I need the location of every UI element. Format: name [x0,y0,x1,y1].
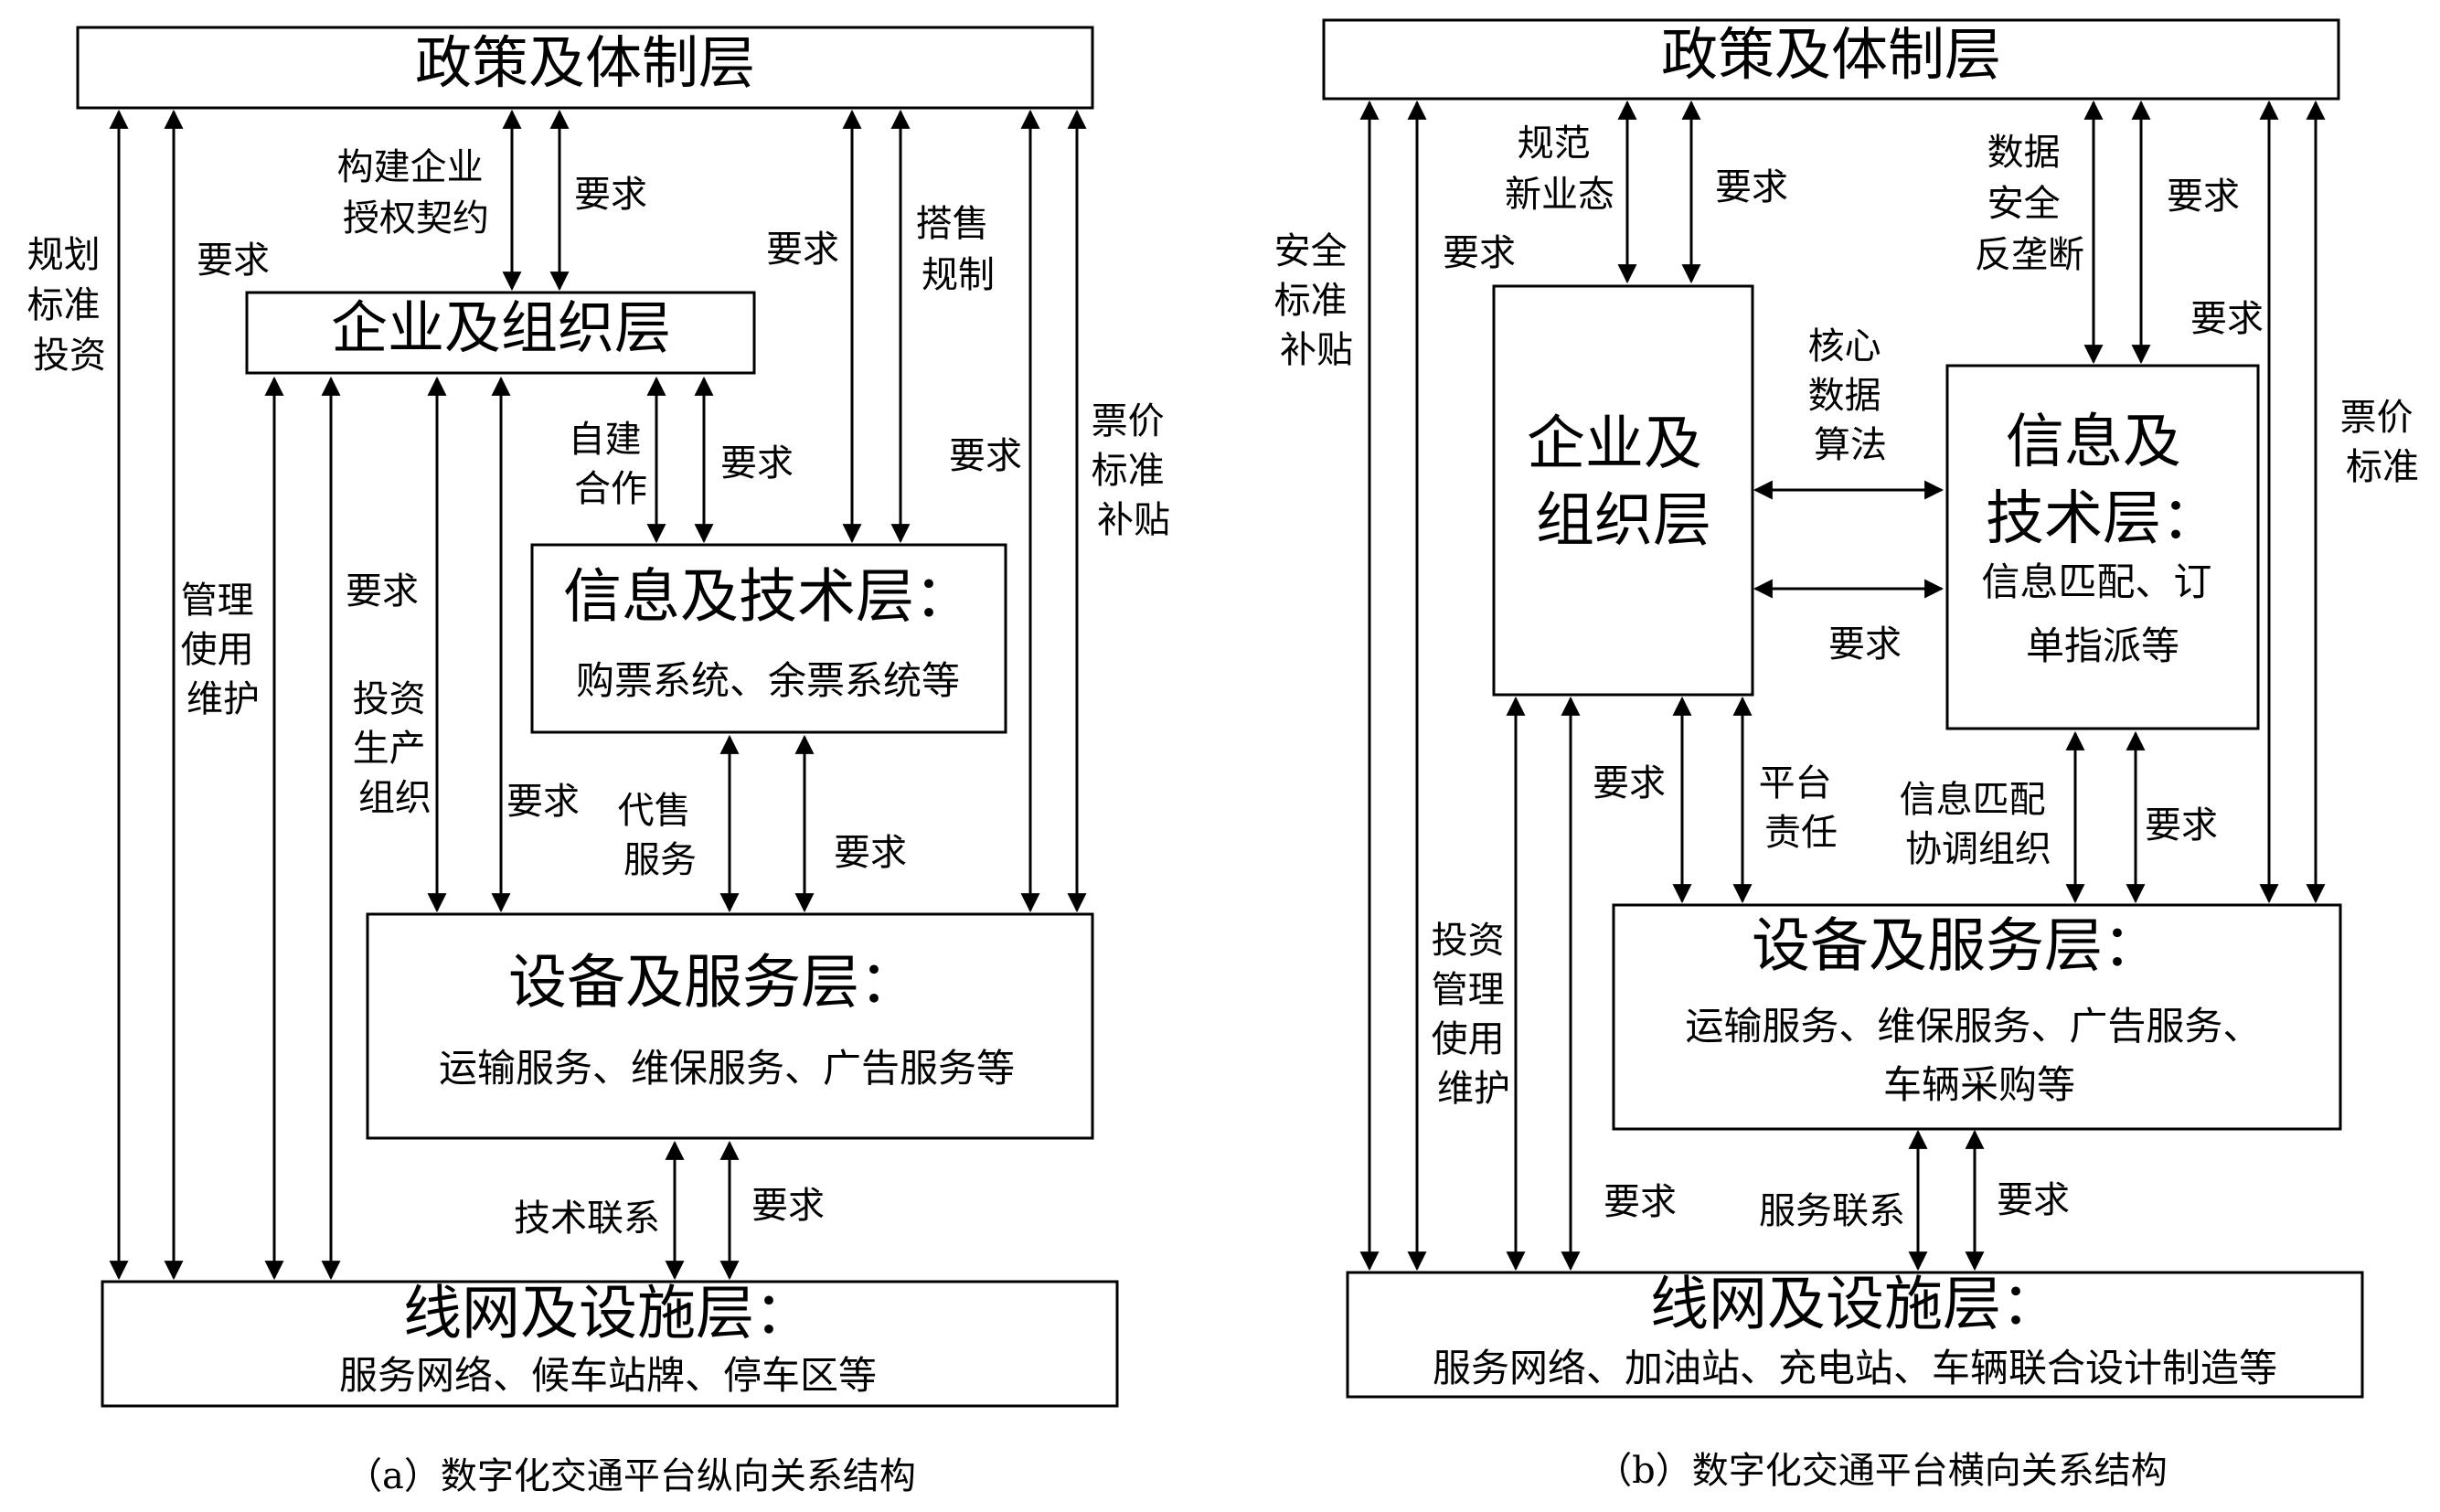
label-b-requirement-horiz: 要求 [1828,623,1902,665]
label-bundling: 搭售 规制 [916,203,1001,296]
equip-layer-title-a: 设备及服务层： [508,950,918,1017]
policy-layer-title-a: 政策及体制层 [415,29,755,96]
info-layer-box-b [1945,364,2260,730]
label-self-build: 自建 合作 [569,419,654,510]
network-layer-subtitle-a: 服务网络、候车站牌、停车区等 [339,1353,877,1398]
label-requirement-equip-right: 要求 [949,435,1022,477]
network-layer-subtitle-b: 服务网络、加油站、充电站、车辆联合设计制造等 [1433,1346,2277,1390]
label-b-requirement-enterprise: 要求 [1715,166,1788,208]
label-b-requirement-mid: 要求 [1593,762,1666,804]
label-requirement-agency: 要求 [834,832,907,874]
label-requirement-self-build: 要求 [720,442,794,484]
label-b-fare: 票价 标准 [2340,397,2425,488]
label-requirement-invest: 要求 [506,781,580,823]
panel-a-labels: 规划 标准 投资 要求 构建企业 授权契约 要求 要求 搭售 规制 票价 标准 … [27,146,1177,1240]
enterprise-layer-box-a [245,291,756,375]
label-planning: 规划 标准 投资 [27,234,112,377]
label-build-enterprise: 构建企业 授权契约 [337,146,495,240]
label-b-data-security: 数据 安全 反垄断 [1975,132,2084,276]
label-b-invest: 投资 管理 使用 维护 [1432,920,1517,1110]
label-b-requirement-info: 要求 [2167,176,2240,218]
label-agency: 代售 服务 [618,790,703,881]
panel-b-labels: 安全 标准 补贴 要求 规范 新业态 要求 数据 安全 反垄断 要求 要求 票价… [1274,122,2425,1232]
info-layer-title-a: 信息及技术层： [563,564,973,632]
panel-a-vertical-structure: 政策及体制层 企业及组织层 信息及技术层： 购票系统、余票系统等 设备及服务层：… [27,26,1177,1497]
network-layer-title-a: 线网及设施层： [403,1281,813,1348]
caption-a: （a）数字化交通平台纵向关系结构 [346,1455,916,1497]
equip-layer-box-a [366,912,1094,1140]
equip-layer-subtitle-b: 运输服务、维保服务、广告服务、 车辆采购等 [1685,1004,2273,1107]
label-b-norm: 规范 新业态 [1505,122,1614,216]
label-tech-link: 技术联系 [514,1198,660,1240]
network-layer-box-a [101,1280,1119,1408]
info-layer-title-b: 信息及 技术层： [1986,409,2220,553]
panel-b-horizontal-structure: 政策及体制层 企业及 组织层 信息及 技术层： 信息匹配、订 单指派等 设备及服… [1274,18,2425,1492]
label-b-core-data: 核心 数据 算法 [1808,325,1893,466]
label-b-info-match: 信息匹配 协调组织 [1900,779,2058,870]
policy-layer-box-a [76,26,1094,110]
label-b-requirement-network: 要求 [1604,1181,1677,1223]
label-b-service-link: 服务联系 [1759,1190,1905,1232]
label-b-requirement-service: 要求 [1997,1179,2070,1221]
label-requirement-outer: 要求 [197,240,270,282]
policy-layer-box-b [1322,18,2340,101]
label-requirement-mid: 要求 [346,570,419,612]
info-layer-subtitle-a: 购票系统、余票系统等 [576,658,960,703]
enterprise-layer-title-a: 企业及组织层 [331,294,671,361]
label-manage: 管理 使用 维护 [181,580,266,720]
info-layer-box-a [530,543,1007,734]
label-fare: 票价 标准 补贴 [1092,400,1177,541]
label-b-requirement-info2: 要求 [2190,298,2264,340]
enterprise-layer-box-b [1492,284,1754,697]
label-b-platform: 平台 责任 [1759,762,1844,854]
policy-layer-title-b: 政策及体制层 [1661,21,2001,88]
equip-layer-box-b [1612,903,2342,1131]
network-layer-title-b: 线网及设施层： [1650,1272,2060,1339]
label-requirement-info-top: 要求 [766,229,839,271]
label-requirement-enterprise: 要求 [574,174,647,216]
label-b-safety: 安全 标准 补贴 [1274,230,1359,371]
info-layer-subtitle-b: 信息匹配、订 单指派等 [1981,559,2223,668]
caption-b: （b）数字化交通平台横向关系结构 [1595,1450,2168,1492]
equip-layer-subtitle-a: 运输服务、维保服务、广告服务等 [439,1046,1015,1091]
label-requirement-tech: 要求 [751,1185,825,1227]
enterprise-layer-title-b: 企业及 组织层 [1527,410,1721,555]
label-b-requirement-outer: 要求 [1443,232,1516,274]
equip-layer-title-b: 设备及服务层： [1752,913,2161,981]
network-layer-box-b [1346,1271,2364,1399]
panel-a-arrows [109,109,1087,1281]
panel-b-arrows [1359,100,2326,1272]
label-b-requirement-match: 要求 [2145,804,2218,847]
label-invest: 投资 生产 组织 [353,678,438,819]
